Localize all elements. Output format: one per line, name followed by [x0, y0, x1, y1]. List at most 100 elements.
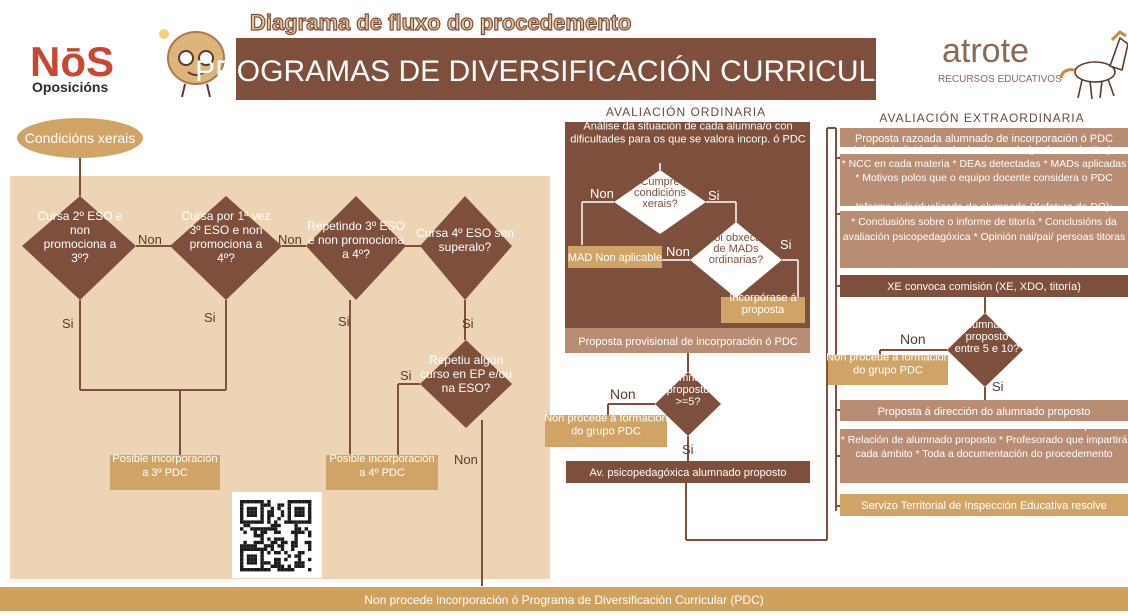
- qr-module: [253, 506, 257, 511]
- qr-module: [277, 506, 281, 511]
- text-line: Non procede a formación: [826, 352, 950, 364]
- qr-module: [243, 544, 247, 548]
- qr-module: [253, 547, 257, 551]
- qr-module: [284, 520, 288, 524]
- qr-module: [253, 520, 257, 524]
- ordinaria-connectors: [581, 163, 799, 298]
- qr-module: [277, 517, 281, 521]
- qr-module: [274, 527, 278, 531]
- text-line: Repetindo 3º ESO: [307, 219, 405, 233]
- qr-module: [287, 554, 291, 558]
- qr-module: [270, 540, 274, 545]
- qr-module: [240, 527, 244, 531]
- qr-module: [284, 568, 288, 572]
- qr-module: [240, 568, 244, 572]
- qr-module: [277, 544, 281, 548]
- qr-module: [284, 540, 288, 545]
- qr-module: [250, 513, 254, 517]
- qr-module: [294, 561, 298, 565]
- qr-module: [308, 510, 312, 514]
- qr-module: [287, 503, 291, 507]
- qr-module: [294, 500, 298, 504]
- qr-module: [250, 510, 254, 514]
- text-line: do grupo PDC: [571, 426, 641, 438]
- ordinaria-branch-labels: Non Si Non Si: [590, 186, 792, 259]
- text-line: 3º?: [71, 251, 89, 265]
- qr-module: [287, 564, 291, 568]
- qr-module: [294, 520, 298, 524]
- text-line: Non procede a formación: [544, 413, 668, 425]
- qr-module: [250, 547, 254, 551]
- qr-module: [277, 564, 281, 568]
- qr-module: [253, 561, 257, 565]
- svg-text:Non: Non: [454, 452, 478, 467]
- qr-module: [240, 503, 244, 507]
- text-line: Posible incorporación: [329, 453, 434, 465]
- qr-module: [308, 547, 312, 551]
- qr-module: [287, 517, 291, 521]
- svg-text:Si: Si: [682, 442, 694, 457]
- qr-module: [308, 540, 312, 545]
- qr-module: [274, 523, 278, 528]
- svg-text:Envío da documentación ó Servi: Envío da documentación ó Servizo Territo…: [841, 420, 1128, 460]
- qr-module: [250, 568, 254, 572]
- text-line: Incorpórase á: [729, 292, 797, 304]
- qr-module: [253, 500, 257, 504]
- svg-text:Non: Non: [900, 331, 926, 347]
- qr-module: [260, 554, 264, 558]
- qr-module: [243, 520, 247, 524]
- qr-module: [297, 561, 302, 565]
- qr-module: [260, 561, 264, 565]
- nos-logo-sub: Oposicións: [32, 79, 108, 95]
- qr-module: [267, 551, 271, 555]
- qr-module: [246, 557, 251, 562]
- qr-module: [267, 568, 271, 572]
- text-line: ordinarias?: [709, 254, 763, 266]
- qr-module: [260, 517, 264, 521]
- qr-module: [301, 551, 305, 555]
- text-line: * Relación de alumnado proposto * Profes…: [841, 434, 1128, 446]
- qr-module: [294, 534, 298, 538]
- qr-module: [277, 557, 281, 562]
- qr-module: [304, 500, 308, 504]
- qr-module: [308, 557, 312, 562]
- svg-text:Non: Non: [610, 386, 636, 402]
- text-line: Repetiu algún: [429, 353, 503, 367]
- qr-module: [253, 568, 257, 572]
- qr-module: [308, 513, 312, 517]
- qr-module: [297, 564, 302, 568]
- qr-module: [308, 544, 312, 548]
- text-line: Alumnado: [962, 319, 1012, 331]
- qr-module: [240, 517, 244, 521]
- qr-module: [250, 506, 254, 511]
- extra-heading: AVALIACIÓN EXTRAORDINARIA: [879, 110, 1084, 125]
- qr-module: [240, 551, 244, 555]
- qr-module: [291, 500, 295, 504]
- svg-text:Proposta razoada alumnado de i: Proposta razoada alumnado de incorporaci…: [855, 133, 1113, 145]
- qr-module: [291, 540, 295, 545]
- svg-text:Condicións xerais: Condicións xerais: [25, 130, 136, 146]
- qr-module: [240, 547, 244, 551]
- qr-module: [240, 554, 244, 558]
- left-connectors: [79, 158, 483, 586]
- qr-module: [297, 530, 302, 534]
- atrote-logo-word: atrote: [942, 32, 1029, 70]
- qr-module: [294, 540, 298, 545]
- qr-module: [297, 520, 302, 524]
- qr-module: [294, 506, 298, 511]
- text-line: proposta: [742, 304, 786, 316]
- qr-module: [263, 527, 268, 531]
- qr-module: [257, 534, 261, 538]
- svg-text:Informe individualizado do alu: Informe individualizado do alumnado (Xef…: [843, 201, 1126, 243]
- qr-module: [294, 554, 298, 558]
- qr-module: [250, 544, 254, 548]
